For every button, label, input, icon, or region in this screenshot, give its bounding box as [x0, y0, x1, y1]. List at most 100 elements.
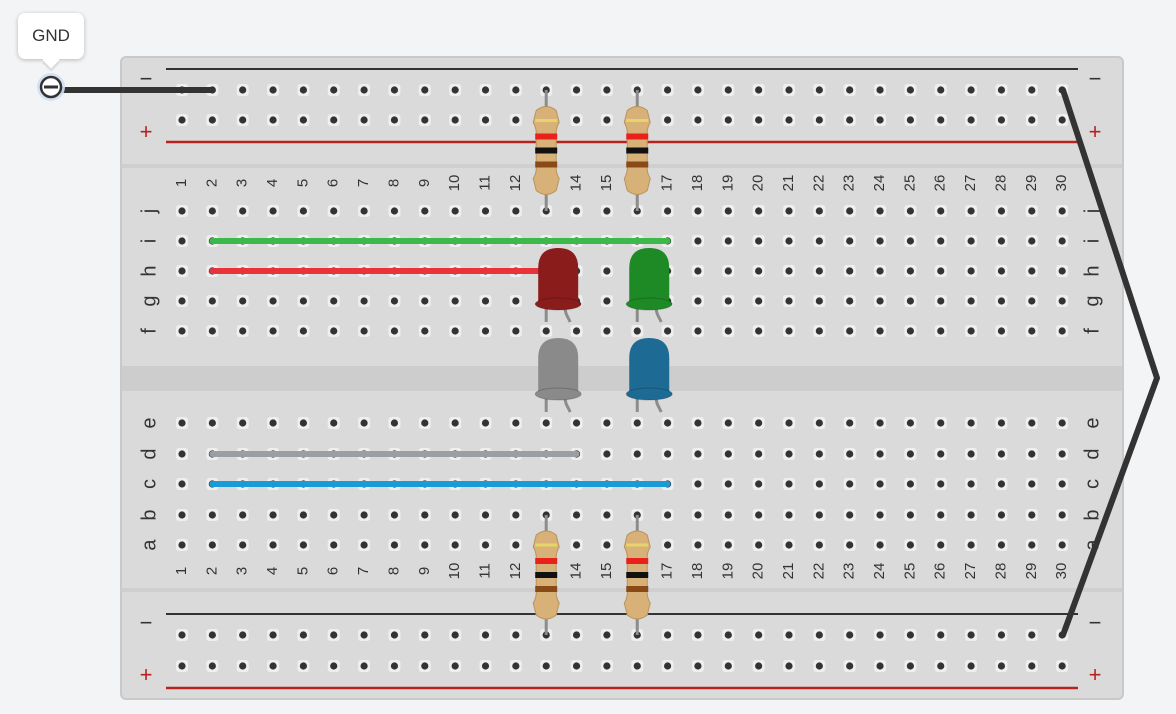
- hole-j1[interactable]: [176, 205, 188, 217]
- hole-f2[interactable]: [206, 325, 219, 337]
- hole-h15[interactable]: [600, 265, 613, 277]
- rail-hole[interactable]: [661, 114, 674, 126]
- hole-a4[interactable]: [267, 539, 280, 551]
- hole-e8[interactable]: [388, 417, 401, 429]
- rail-hole[interactable]: [418, 84, 431, 96]
- hole-j7[interactable]: [358, 205, 371, 217]
- hole-h21[interactable]: [783, 265, 795, 277]
- hole-a8[interactable]: [388, 539, 401, 551]
- hole-g15[interactable]: [600, 295, 613, 307]
- rail-hole[interactable]: [297, 660, 310, 672]
- rail-hole[interactable]: [904, 629, 917, 641]
- hole-g19[interactable]: [722, 295, 735, 307]
- hole-h30[interactable]: [1056, 265, 1069, 277]
- hole-f23[interactable]: [843, 325, 856, 337]
- hole-a15[interactable]: [600, 539, 613, 551]
- hole-j30[interactable]: [1056, 205, 1069, 217]
- rail-hole[interactable]: [661, 660, 674, 672]
- hole-b25[interactable]: [904, 509, 917, 521]
- hole-b24[interactable]: [874, 509, 887, 521]
- rail-hole[interactable]: [297, 629, 310, 641]
- rail-hole[interactable]: [783, 114, 795, 126]
- rail-hole[interactable]: [479, 114, 492, 126]
- hole-a18[interactable]: [691, 539, 704, 551]
- hole-a14[interactable]: [570, 539, 583, 551]
- rail-hole[interactable]: [449, 660, 462, 672]
- hole-i18[interactable]: [691, 235, 704, 247]
- hole-d28[interactable]: [995, 448, 1008, 460]
- hole-e7[interactable]: [358, 417, 371, 429]
- hole-f26[interactable]: [934, 325, 947, 337]
- hole-a12[interactable]: [509, 539, 522, 551]
- hole-e14[interactable]: [570, 417, 583, 429]
- rail-hole[interactable]: [358, 660, 371, 672]
- hole-h28[interactable]: [995, 265, 1008, 277]
- hole-e26[interactable]: [934, 417, 947, 429]
- resistor-bottom-1[interactable]: [532, 515, 560, 635]
- hole-e20[interactable]: [752, 417, 765, 429]
- rail-hole[interactable]: [176, 629, 188, 641]
- hole-g12[interactable]: [509, 295, 522, 307]
- hole-b21[interactable]: [783, 509, 795, 521]
- hole-i1[interactable]: [176, 235, 188, 247]
- hole-b14[interactable]: [570, 509, 583, 521]
- hole-g11[interactable]: [479, 295, 492, 307]
- rail-hole[interactable]: [418, 114, 431, 126]
- hole-h22[interactable]: [813, 265, 826, 277]
- hole-b30[interactable]: [1056, 509, 1069, 521]
- hole-e3[interactable]: [236, 417, 249, 429]
- rail-hole[interactable]: [449, 84, 462, 96]
- rail-hole[interactable]: [570, 84, 583, 96]
- hole-j5[interactable]: [297, 205, 310, 217]
- rail-hole[interactable]: [479, 660, 492, 672]
- hole-g6[interactable]: [327, 295, 340, 307]
- rail-hole[interactable]: [206, 114, 219, 126]
- hole-f10[interactable]: [449, 325, 462, 337]
- hole-c19[interactable]: [722, 478, 735, 490]
- hole-j26[interactable]: [934, 205, 947, 217]
- hole-f12[interactable]: [509, 325, 522, 337]
- rail-hole[interactable]: [752, 114, 765, 126]
- hole-f17[interactable]: [661, 325, 674, 337]
- hole-a3[interactable]: [236, 539, 249, 551]
- hole-f27[interactable]: [965, 325, 978, 337]
- hole-c27[interactable]: [965, 478, 978, 490]
- rail-hole[interactable]: [691, 660, 704, 672]
- hole-a10[interactable]: [449, 539, 462, 551]
- hole-a27[interactable]: [965, 539, 978, 551]
- hole-a2[interactable]: [206, 539, 219, 551]
- hole-d24[interactable]: [874, 448, 887, 460]
- rail-hole[interactable]: [995, 629, 1008, 641]
- hole-e12[interactable]: [509, 417, 522, 429]
- rail-hole[interactable]: [176, 660, 188, 672]
- hole-i20[interactable]: [752, 235, 765, 247]
- hole-g26[interactable]: [934, 295, 947, 307]
- rail-hole[interactable]: [783, 84, 795, 96]
- hole-g2[interactable]: [206, 295, 219, 307]
- hole-e27[interactable]: [965, 417, 978, 429]
- rail-hole[interactable]: [358, 629, 371, 641]
- rail-hole[interactable]: [327, 84, 340, 96]
- hole-f7[interactable]: [358, 325, 371, 337]
- hole-i25[interactable]: [904, 235, 917, 247]
- hole-a17[interactable]: [661, 539, 674, 551]
- hole-e2[interactable]: [206, 417, 219, 429]
- hole-j23[interactable]: [843, 205, 856, 217]
- led-gray[interactable]: [534, 338, 582, 413]
- hole-b15[interactable]: [600, 509, 613, 521]
- hole-h23[interactable]: [843, 265, 856, 277]
- rail-hole[interactable]: [722, 660, 735, 672]
- rail-hole[interactable]: [570, 114, 583, 126]
- hole-d1[interactable]: [176, 448, 188, 460]
- rail-hole[interactable]: [267, 629, 280, 641]
- rail-hole[interactable]: [661, 629, 674, 641]
- hole-e9[interactable]: [418, 417, 431, 429]
- rail-hole[interactable]: [509, 629, 522, 641]
- hole-h1[interactable]: [176, 265, 188, 277]
- rail-hole[interactable]: [388, 84, 401, 96]
- hole-f28[interactable]: [995, 325, 1008, 337]
- rail-hole[interactable]: [752, 629, 765, 641]
- hole-f24[interactable]: [874, 325, 887, 337]
- hole-e11[interactable]: [479, 417, 492, 429]
